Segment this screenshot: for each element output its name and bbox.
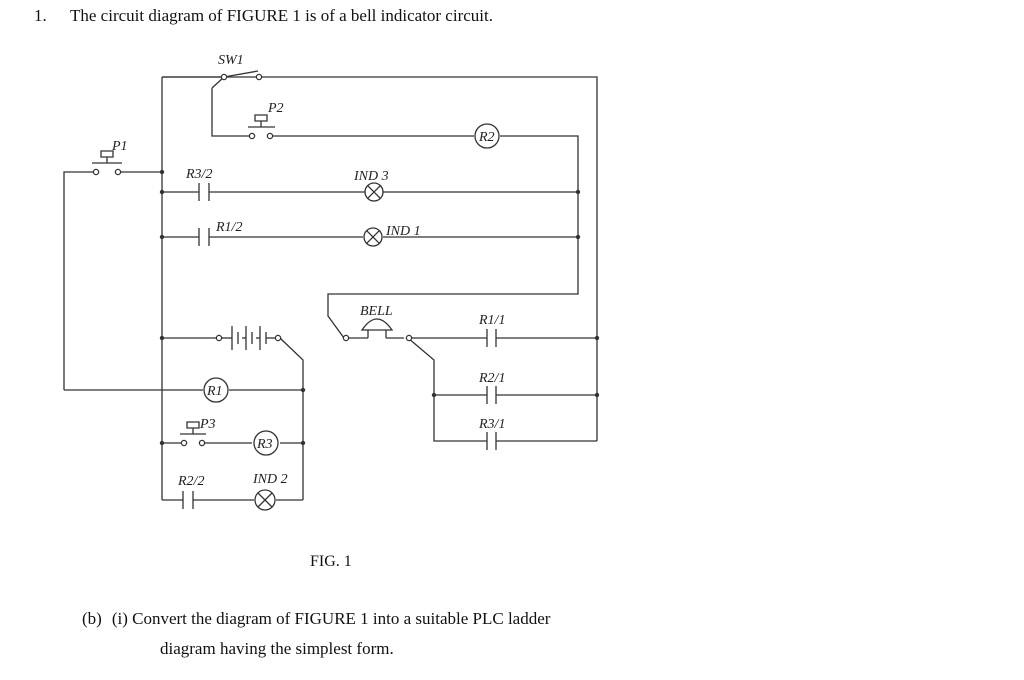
- question-number: 1.: [34, 6, 47, 25]
- label-r2-1: R2/1: [478, 371, 505, 386]
- contact-r2-1: [486, 386, 497, 404]
- figure-caption: FIG. 1: [310, 553, 352, 570]
- contact-r3-2: [198, 183, 210, 201]
- label-sw1: SW1: [218, 53, 244, 68]
- circuit-wires: [63, 70, 598, 501]
- part-b-line1: (b) (i) Convert the diagram of FIGURE 1 i…: [82, 604, 550, 634]
- label-r1-1: R1/1: [478, 313, 505, 328]
- contact-r3-1: [486, 432, 497, 450]
- coil-r2: [474, 123, 500, 149]
- part-b-sub-label: (i): [111, 609, 128, 628]
- label-r1-coil: R1: [206, 384, 223, 399]
- battery: [215, 326, 282, 350]
- part-b-label: (b): [82, 609, 102, 628]
- question-text: The circuit diagram of FIGURE 1 is of a …: [70, 6, 493, 25]
- switch-sw1: [220, 73, 263, 81]
- label-r2-coil: R2: [478, 130, 495, 145]
- lamp-ind1: [363, 227, 383, 247]
- label-r3-coil: R3: [256, 437, 273, 452]
- pushbutton-p1: [92, 150, 122, 176]
- label-r1-2: R1/2: [215, 220, 242, 235]
- label-r3-2: R3/2: [185, 167, 212, 182]
- bell: [342, 318, 413, 342]
- part-b: (b) (i) Convert the diagram of FIGURE 1 i…: [82, 604, 550, 664]
- label-ind2: IND 2: [252, 472, 288, 487]
- label-p2: P2: [267, 101, 284, 116]
- pushbutton-p3: [180, 421, 206, 447]
- label-p3: P3: [199, 417, 216, 432]
- lamp-ind3: [364, 182, 384, 202]
- part-b-text-line2: diagram having the simplest form.: [160, 639, 394, 658]
- label-ind1: IND 1: [385, 224, 421, 239]
- junction-dots: [159, 169, 600, 446]
- label-p1: P1: [111, 139, 128, 154]
- pushbutton-p2: [248, 114, 275, 140]
- coil-r3: [253, 430, 279, 456]
- lamp-ind2: [254, 489, 276, 511]
- contact-r2-2: [182, 491, 194, 509]
- label-ind3: IND 3: [353, 169, 389, 184]
- contact-r1-1: [486, 329, 497, 347]
- label-bell: BELL: [360, 304, 393, 319]
- contact-r1-2: [198, 228, 210, 246]
- label-r3-1: R3/1: [478, 417, 505, 432]
- part-b-text-line1: Convert the diagram of FIGURE 1 into a s…: [132, 609, 551, 628]
- label-r2-2: R2/2: [177, 474, 204, 489]
- coil-r1: [203, 377, 229, 403]
